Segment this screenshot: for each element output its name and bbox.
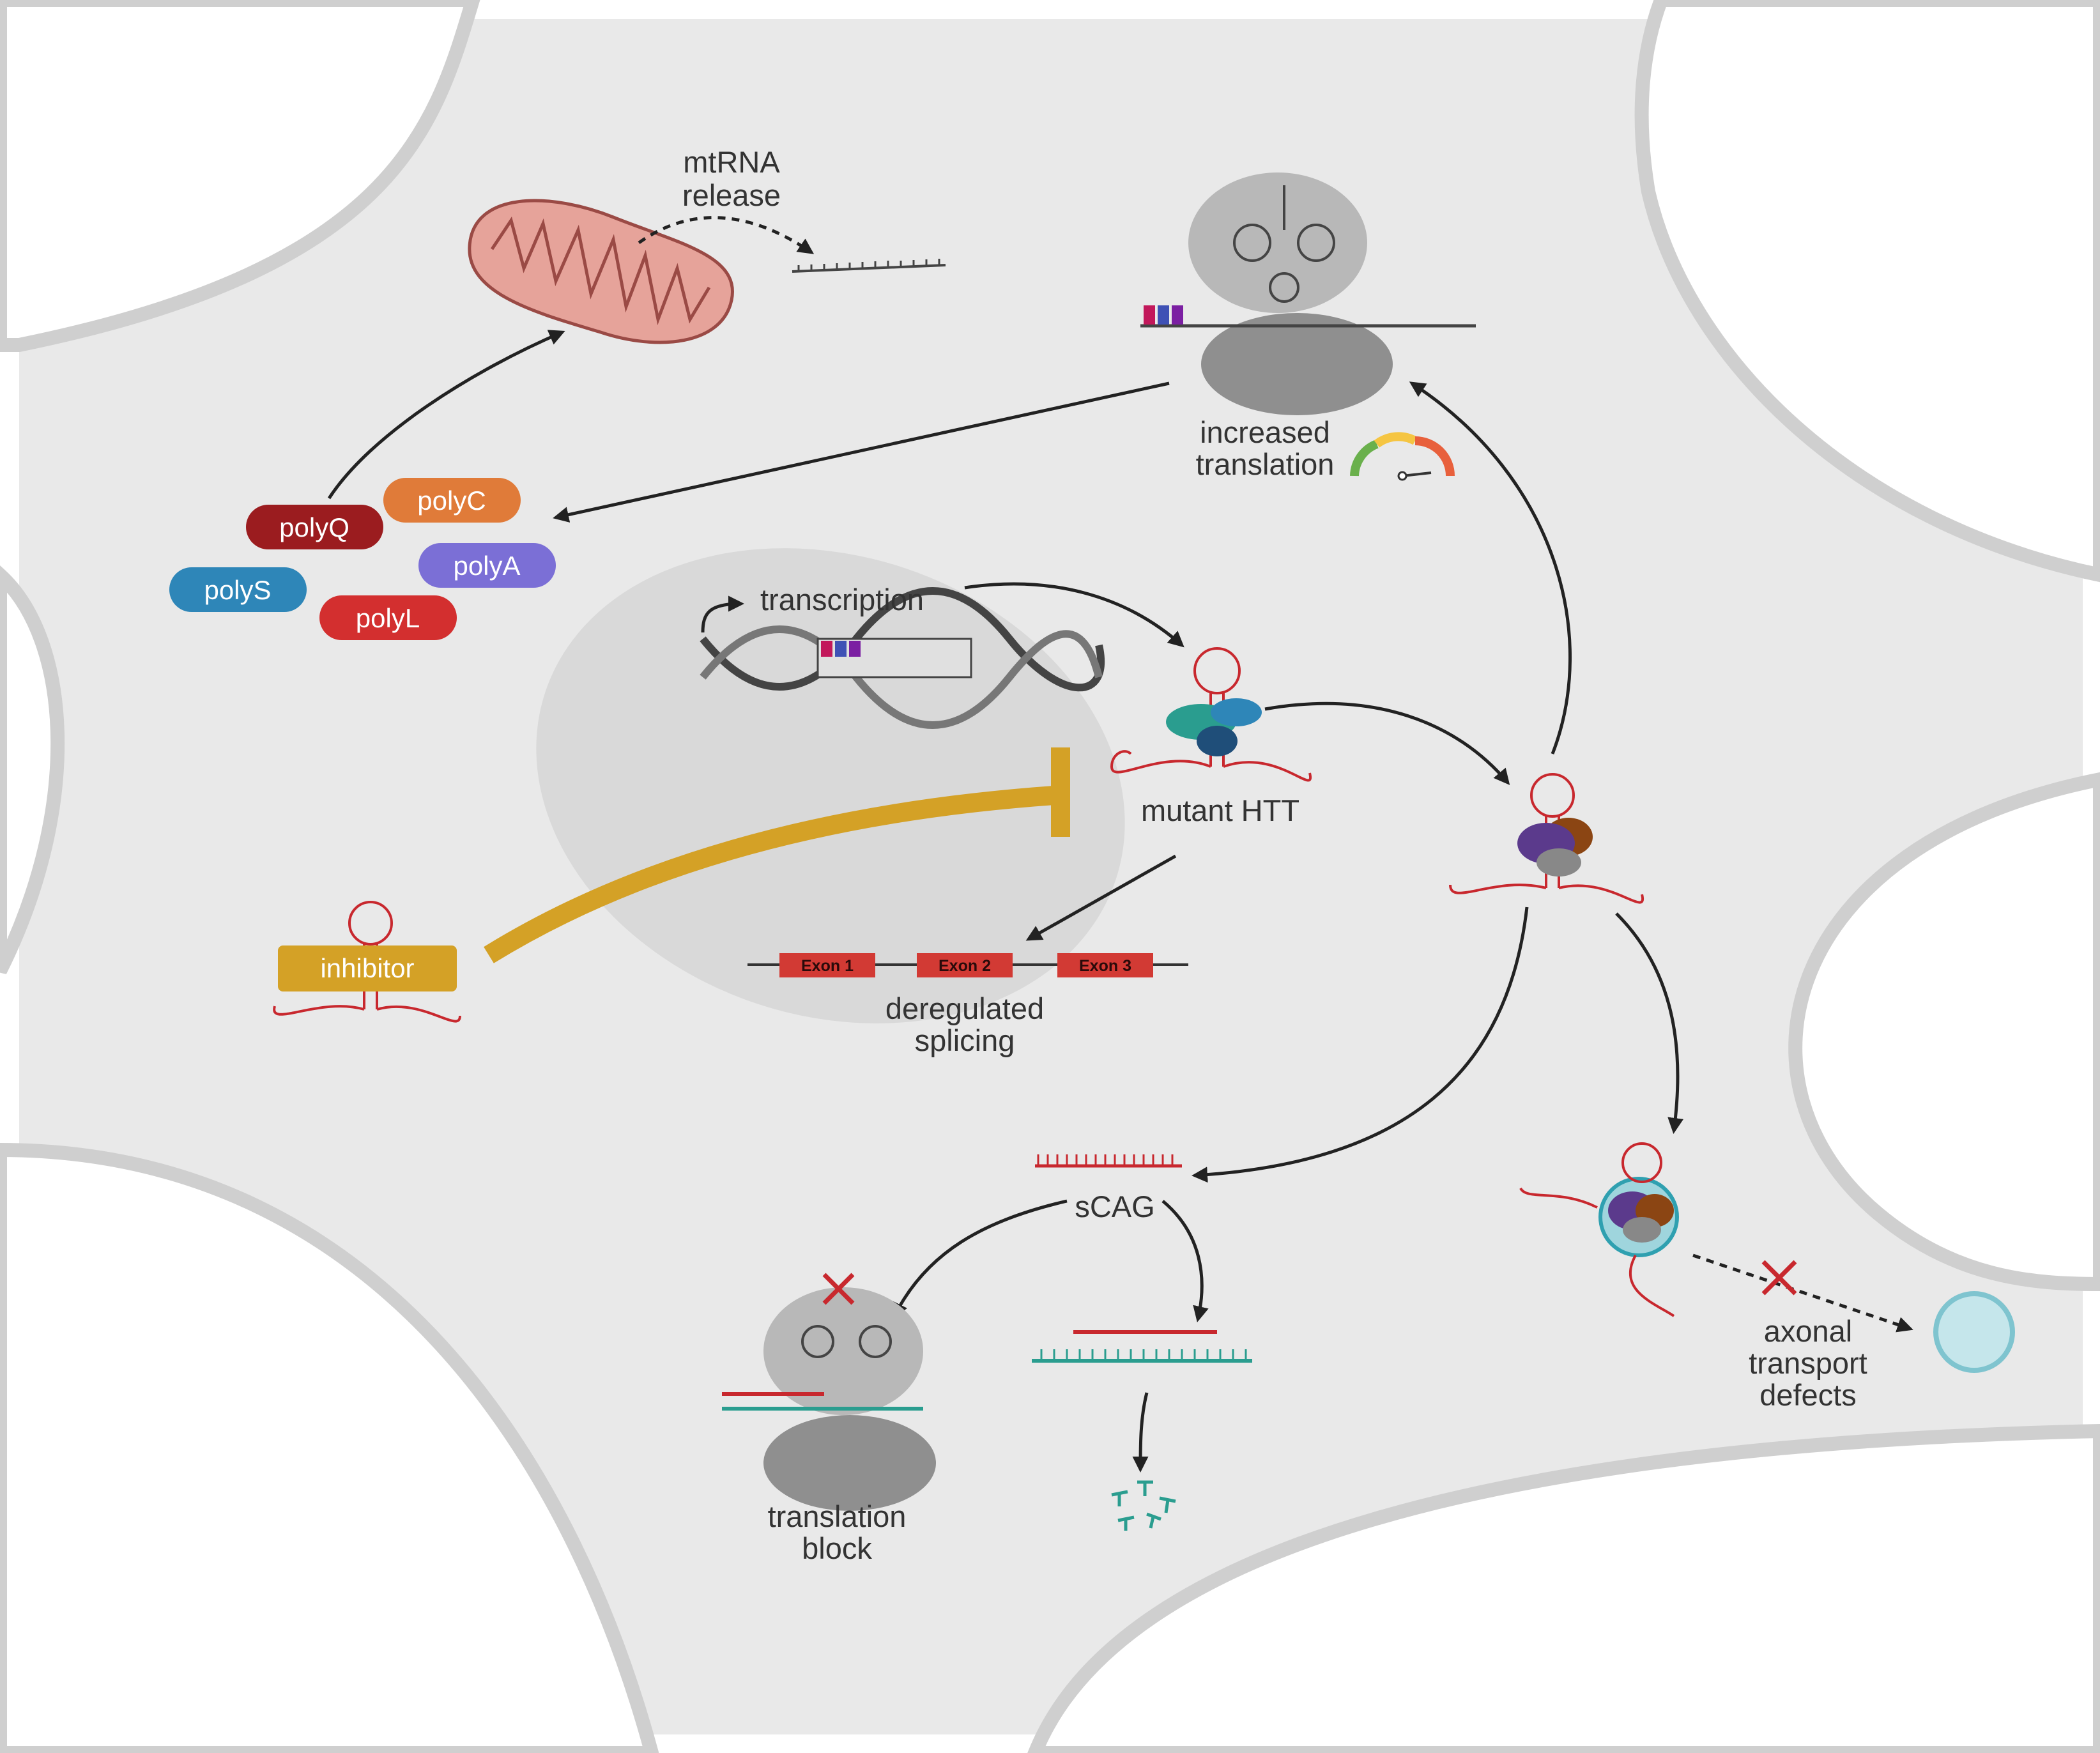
translation-block-label-1: translation (768, 1499, 907, 1533)
transcription-start-arrow (701, 595, 744, 633)
polyl-pill (319, 595, 457, 640)
duplex-to-degradation-arrow (1132, 1392, 1149, 1473)
mtrna-release-label-1: mtRNA (683, 145, 780, 179)
block-x-icon (822, 1273, 855, 1305)
scag-label: sCAG (1075, 1190, 1154, 1223)
trna-icon (1233, 185, 1335, 303)
polyc-label: polyC (417, 486, 486, 516)
polys-label: polyS (204, 575, 271, 605)
exon-track: Exon 1 Exon 2 Exon 3 (747, 953, 1188, 977)
exon-3-box (1057, 953, 1153, 977)
exon-2-label: Exon 2 (939, 957, 991, 975)
complex-to-scag-arrow (1192, 907, 1529, 1183)
scag-strand-icon (1035, 1154, 1182, 1168)
cell-outline-left (0, 565, 65, 974)
axonal-transport-label-3: defects (1759, 1378, 1857, 1412)
exon-1-label: Exon 1 (801, 957, 854, 975)
speed-gauge-icon (1350, 432, 1455, 481)
complex-to-vesicle-arrow (1615, 912, 1684, 1134)
dna-helix-icon (700, 587, 1105, 729)
axonal-transport-arrow (1692, 1253, 1913, 1333)
polyq-to-mitochondrion-arrow (327, 330, 565, 500)
mtrna-release-label-2: release (682, 178, 781, 212)
htt-to-splicing-arrow (1025, 854, 1177, 941)
exon-2-box (917, 953, 1013, 977)
rna-protein-complex-icon (1449, 773, 1644, 904)
mtrna-strand-icon (792, 259, 946, 273)
deregulated-splicing-label-2: splicing (915, 1023, 1015, 1057)
ribosome-to-polypeptides-arrow (553, 381, 1170, 523)
cell-outline-right (1788, 772, 2100, 1292)
polys-pill (169, 567, 307, 612)
inhibition-bar (484, 786, 1055, 963)
ribosome-icon (1140, 172, 1476, 415)
polypeptide-group: polyQ polyC polyA polyS polyL (169, 478, 556, 640)
blocked-ribosome-icon (722, 1287, 936, 1511)
empty-vesicle-icon (1933, 1291, 2015, 1373)
scag-duplex-icon (1032, 1330, 1252, 1363)
rna-hairpin-icon (1110, 647, 1312, 782)
axonal-transport-label-2: transport (1749, 1346, 1867, 1380)
deregulated-splicing-label-1: deregulated (885, 991, 1044, 1025)
cell-outline-bottom-left (0, 1142, 659, 1753)
exon-3-label: Exon 3 (1079, 957, 1131, 975)
nucleus (536, 548, 1125, 1023)
transport-block-x-icon (1761, 1260, 1797, 1296)
transcription-to-htt-arrow (964, 582, 1184, 648)
polyl-label: polyL (356, 603, 420, 633)
axonal-transport-label-1: axonal (1764, 1314, 1853, 1348)
cell-outline-top-right (1634, 0, 2100, 583)
mutant-htt-label: mutant HTT (1141, 793, 1299, 827)
inhibitor-box (278, 945, 457, 991)
inhibitor-label: inhibitor (320, 953, 414, 983)
complex-to-ribosome-arrow (1409, 381, 1572, 754)
mitochondrion-icon (468, 199, 734, 344)
polyc-pill (383, 478, 521, 523)
polya-label: polyA (453, 551, 520, 581)
polya-pill (418, 543, 556, 588)
mtrna-release-arrow (638, 216, 815, 254)
translation-block-label-2: block (802, 1531, 872, 1565)
polyq-pill (246, 505, 383, 549)
degraded-fragments-icon (1111, 1480, 1176, 1531)
scag-to-duplex-arrow (1161, 1200, 1209, 1322)
cell-outline-bottom-right (1027, 1423, 2100, 1753)
exon-1-box (779, 953, 875, 977)
htt-to-complex-arrow (1264, 701, 1510, 785)
increased-translation-label-1: increased (1200, 415, 1330, 449)
transcription-label: transcription (760, 583, 924, 616)
increased-translation-label-2: translation (1196, 447, 1335, 481)
polyq-label: polyQ (279, 512, 349, 542)
scag-to-block-arrow (893, 1199, 1068, 1319)
vesicle-complex-icon (1519, 1142, 1679, 1317)
cell-outline (0, 0, 480, 352)
